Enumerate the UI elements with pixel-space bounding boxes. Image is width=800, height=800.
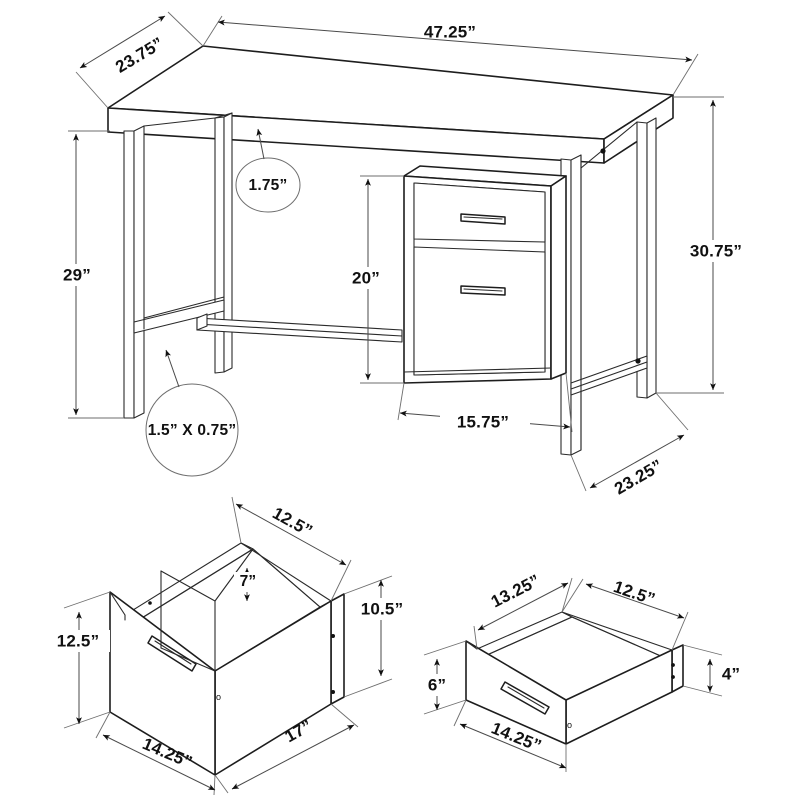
desk-top — [107, 45, 674, 164]
dim-sd-front-height: 6” — [420, 640, 467, 715]
file-drawer-box: o — [109, 542, 345, 776]
dim-label-pedestal-depth: 23.25” — [611, 456, 666, 499]
sd-edge-mark: o — [567, 720, 572, 730]
dim-fd-divider: 7” — [234, 567, 262, 602]
file-drawer-view: o 12.5” 7” 10.5” 12.5 — [46, 496, 414, 796]
dim-desk-top-thickness: 1.75” — [235, 128, 301, 213]
dim-label-top-thickness: 1.75” — [249, 177, 288, 194]
pedestal-side — [550, 175, 567, 380]
dim-label-rail-section: 1.5” X 0.75” — [148, 422, 237, 439]
pedestal-handle-lower[interactable] — [460, 285, 506, 296]
dim-label-fd-box-height: 10.5” — [361, 599, 404, 618]
dim-label-sd-box-height: 4” — [722, 664, 740, 683]
dim-label-height-surface: 29” — [63, 265, 91, 284]
dim-fd-box-height: 10.5” — [343, 575, 414, 698]
dim-label-pedestal-width: 15.75” — [457, 412, 509, 431]
dim-label-height-overall: 30.75” — [690, 241, 742, 260]
sd-back-right-rim — [561, 611, 673, 658]
dim-label-fd-divider: 7” — [240, 573, 257, 590]
fd-right-side-panel — [214, 600, 332, 776]
fastener-dot-top-right — [600, 148, 606, 154]
fd-edge-mark: o — [216, 692, 221, 702]
sd-handle[interactable] — [500, 681, 550, 715]
dim-desk-clearance: 20” — [344, 175, 404, 384]
side-rail-right — [570, 355, 648, 396]
dim-pedestal-depth: 23.25” — [570, 392, 689, 499]
sd-back-left-rim — [476, 611, 573, 656]
side-brace-left — [133, 117, 225, 334]
dim-desk-height-surface: 29” — [56, 130, 124, 419]
dim-label-depth-top: 23.75” — [112, 34, 167, 77]
pedestal-drawer-lower — [413, 246, 546, 376]
dim-fd-front-height: 12.5” — [46, 591, 111, 729]
fd-side-edge — [330, 593, 345, 705]
fd-divider-bottom — [160, 647, 216, 672]
callout-bubble-thickness — [235, 157, 301, 213]
sd-right-side-panel — [565, 649, 673, 745]
pedestal-handle-upper[interactable] — [460, 213, 506, 225]
callout-bubble-rail — [145, 383, 239, 477]
dim-label-sd-front-height: 6” — [428, 675, 446, 694]
drawer-pedestal — [403, 165, 567, 384]
dim-label-sd-box-depth: 13.25” — [488, 571, 543, 612]
dim-label-width-top: 47.25” — [424, 22, 476, 41]
small-drawer-view: o 13.25” 12.5” 6” — [420, 571, 749, 772]
sd-side-edge — [671, 644, 684, 693]
sd-fastener-dot-b — [671, 675, 675, 679]
fd-divider-top — [160, 570, 216, 602]
pedestal-drawer-upper — [413, 182, 546, 243]
desk-view: 23.75” 47.25” 1.75” 29” — [56, 11, 746, 499]
dim-sd-box-height: 4” — [682, 644, 749, 697]
dim-pedestal-width: 15.75” — [397, 372, 573, 433]
leg-front-left — [123, 125, 145, 419]
left-side-rail — [133, 299, 225, 334]
fd-fastener-dot-c — [331, 690, 335, 694]
small-drawer-box: o — [465, 611, 684, 745]
right-side-panel — [580, 121, 638, 451]
fastener-dot-right-rail — [635, 358, 641, 364]
dim-desk-height-overall: 30.75” — [656, 96, 746, 394]
fd-fastener-dot-a — [148, 601, 152, 605]
dim-label-clearance: 20” — [352, 268, 380, 287]
leg-back-left — [214, 112, 233, 374]
dim-label-sd-box-width: 12.5” — [611, 577, 657, 609]
dim-label-fd-front-height: 12.5” — [57, 631, 100, 650]
dim-desk-width-top: 47.25” — [202, 15, 699, 96]
fd-fastener-dot-b — [331, 634, 335, 638]
sd-fastener-dot-a — [671, 663, 675, 667]
dim-rail-section: 1.5” X 0.75” — [145, 349, 239, 477]
